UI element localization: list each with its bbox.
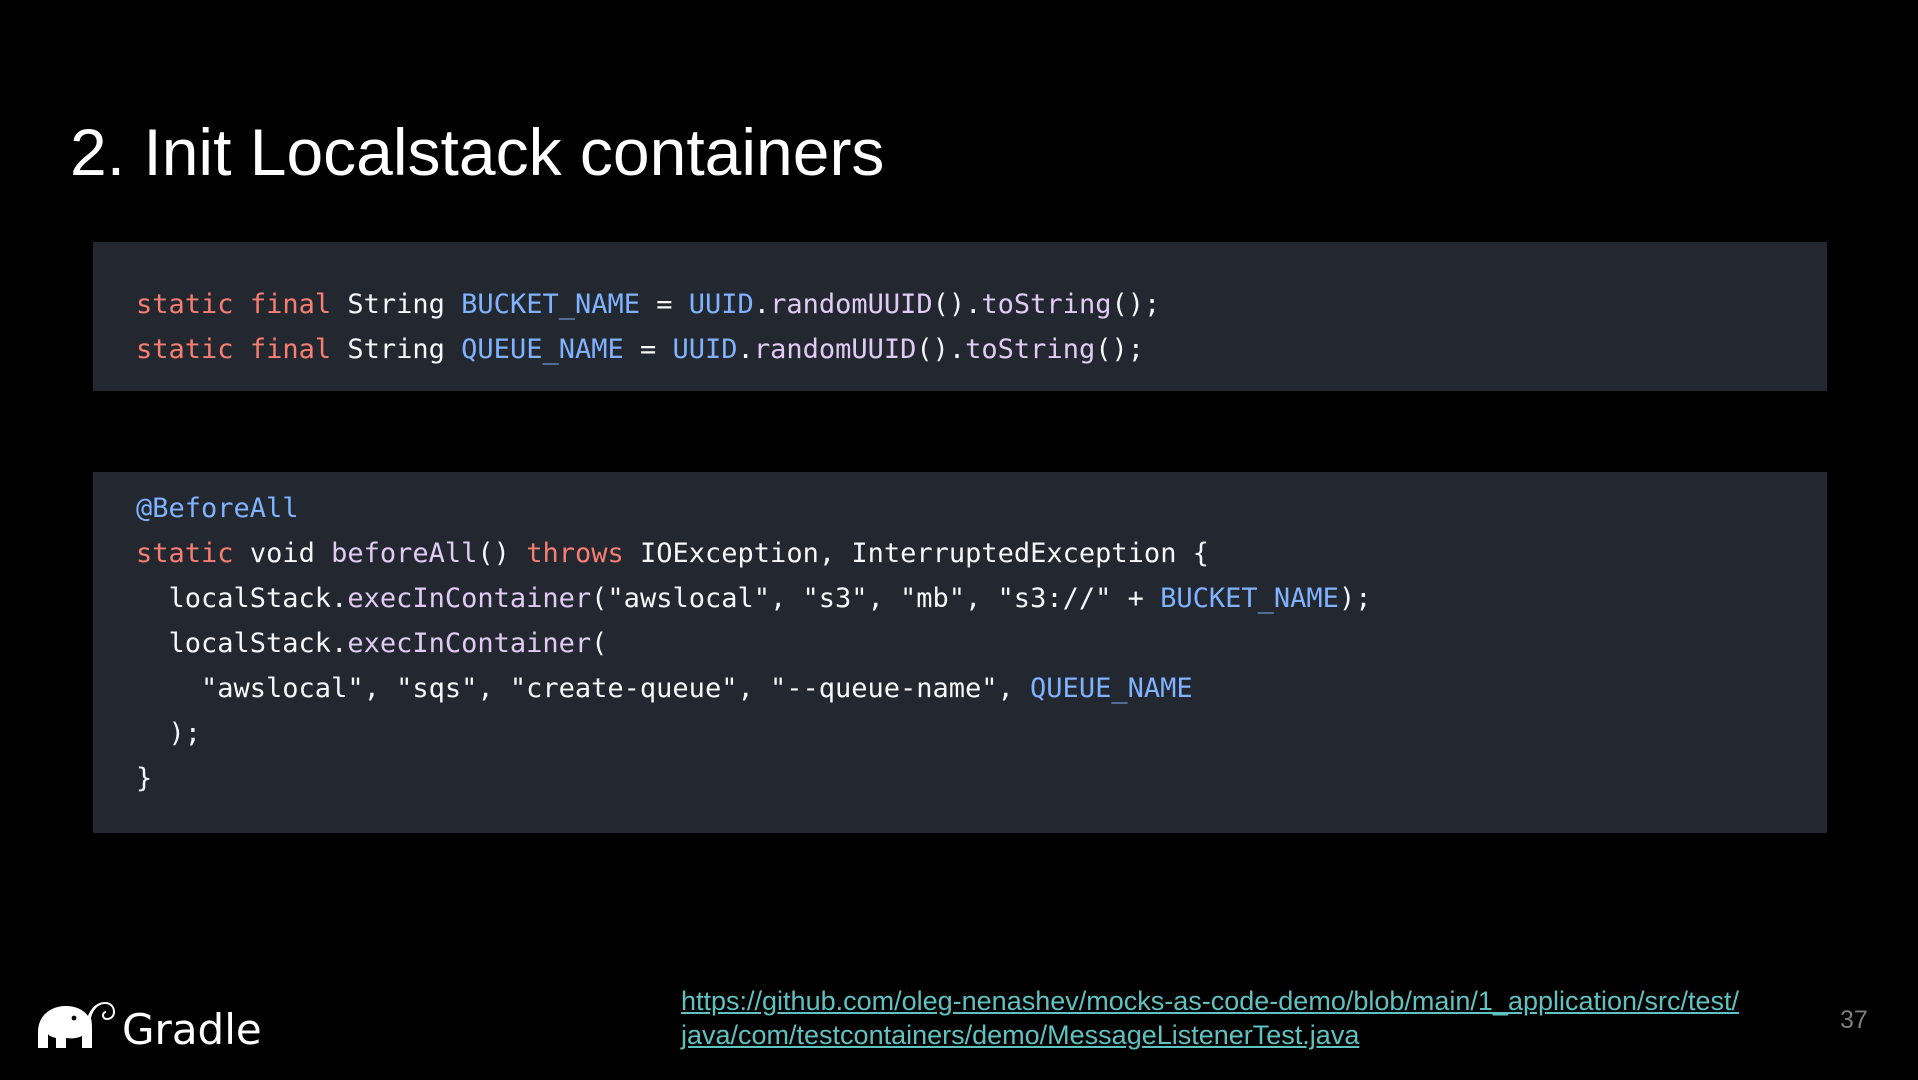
code-line: static void beforeAll() throws IOExcepti… [136, 531, 1827, 576]
code-token-type: String [347, 334, 445, 365]
code-token-plain: ); [1338, 583, 1372, 614]
code-token-method: execInContainer [347, 583, 592, 614]
code-token-constant: QUEUE_NAME [1030, 673, 1193, 704]
code-token-plain [624, 538, 640, 569]
code-token-string: "awslocal", "sqs", "create-queue", "--qu… [136, 673, 1031, 704]
source-link-line-2[interactable]: java/com/testcontainers/demo/MessageList… [681, 1020, 1360, 1050]
code-token-plain [234, 334, 250, 365]
code-token-plain [445, 289, 461, 320]
code-token-method: randomUUID [770, 289, 933, 320]
code-line: ); [136, 711, 1827, 756]
code-token-constant: UUID [688, 289, 754, 320]
code-line: localStack.execInContainer("awslocal", "… [136, 576, 1827, 621]
code-token-plain [331, 289, 347, 320]
code-token-plain: (). [932, 289, 982, 320]
code-token-plain: . [753, 289, 771, 320]
code-token-type: String [347, 289, 445, 320]
code-block-constants: static final String BUCKET_NAME = UUID.r… [93, 242, 1827, 391]
elephant-icon [34, 992, 116, 1055]
code-token-plain [234, 538, 250, 569]
code-line: static final String BUCKET_NAME = UUID.r… [136, 282, 1827, 327]
code-token-plain [315, 538, 331, 569]
gradle-logo: Gradle [34, 992, 262, 1055]
code-line: @BeforeAll [136, 486, 1827, 531]
code-token-type: void [249, 538, 315, 569]
code-token-plain: . [737, 334, 754, 365]
gradle-wordmark: Gradle [122, 1005, 262, 1054]
code-token-plain: (); [1111, 289, 1161, 320]
source-link-line-1[interactable]: https://github.com/oleg-nenashev/mocks-a… [681, 986, 1740, 1016]
code-block-before-all: @BeforeAll static void beforeAll() throws… [93, 472, 1827, 833]
code-token-plain: (). [916, 334, 966, 365]
code-token-keyword: static [136, 334, 234, 365]
code-token-method: toString [981, 289, 1112, 320]
code-token-keyword: throws [526, 538, 624, 569]
code-token-plain: (); [1095, 334, 1144, 365]
code-token-plain [331, 334, 347, 365]
code-token-plain: ); [136, 718, 202, 749]
source-link[interactable]: https://github.com/oleg-nenashev/mocks-a… [681, 984, 1801, 1052]
code-token-method: randomUUID [753, 334, 917, 365]
code-token-plain: } [136, 763, 153, 794]
slide-title: 2. Init Localstack containers [70, 115, 885, 189]
code-token-constant: QUEUE_NAME [461, 334, 624, 365]
code-token-keyword: final [249, 334, 332, 365]
code-token-method: toString [965, 334, 1096, 365]
page-number: 37 [1840, 1006, 1868, 1034]
code-token-plain: ( [591, 628, 608, 659]
code-token-plain [445, 334, 461, 365]
code-token-keyword: static [136, 538, 234, 569]
code-token-plain: localStack. [136, 628, 348, 659]
code-token-plain [234, 289, 250, 320]
code-token-constant: UUID [672, 334, 738, 365]
code-token-plain: () [477, 538, 527, 569]
code-line: "awslocal", "sqs", "create-queue", "--qu… [136, 666, 1827, 711]
code-line: localStack.execInContainer( [136, 621, 1827, 666]
code-line: static final String QUEUE_NAME = UUID.ra… [136, 327, 1827, 372]
code-token-method: execInContainer [347, 628, 592, 659]
code-token-plain: = [623, 334, 673, 365]
code-token-plain: localStack. [136, 583, 348, 614]
code-token-plain: = [639, 289, 689, 320]
code-token-annotation: @BeforeAll [136, 493, 299, 524]
code-line: } [136, 756, 1827, 801]
code-token-plain: IOException, InterruptedException { [640, 538, 1209, 569]
code-token-constant: BUCKET_NAME [1160, 583, 1339, 614]
code-token-method: beforeAll [331, 538, 478, 569]
code-token-constant: BUCKET_NAME [461, 289, 640, 320]
code-token-string: ("awslocal", "s3", "mb", "s3://" + [591, 583, 1161, 614]
code-token-keyword: final [249, 289, 332, 320]
code-token-keyword: static [136, 289, 234, 320]
